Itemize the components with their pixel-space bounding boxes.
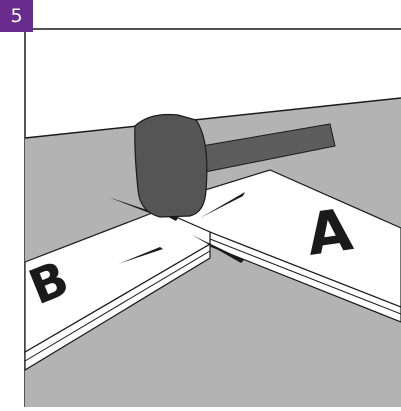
mallet-head [134, 113, 208, 218]
step-number-badge: 5 [0, 0, 33, 32]
board-a-label: A [302, 195, 356, 269]
floor [25, 98, 401, 407]
floor-back-edge [24, 97, 401, 139]
board-b-top [24, 209, 211, 354]
board-b-groove [24, 250, 211, 362]
impact-lines [108, 192, 245, 264]
impact-line [108, 197, 152, 214]
board-a-groove [209, 238, 401, 315]
board-b [24, 209, 211, 372]
impact-line [192, 235, 244, 263]
impact-line [200, 192, 245, 218]
impact-line [118, 247, 163, 264]
rubber-mallet [134, 113, 336, 218]
